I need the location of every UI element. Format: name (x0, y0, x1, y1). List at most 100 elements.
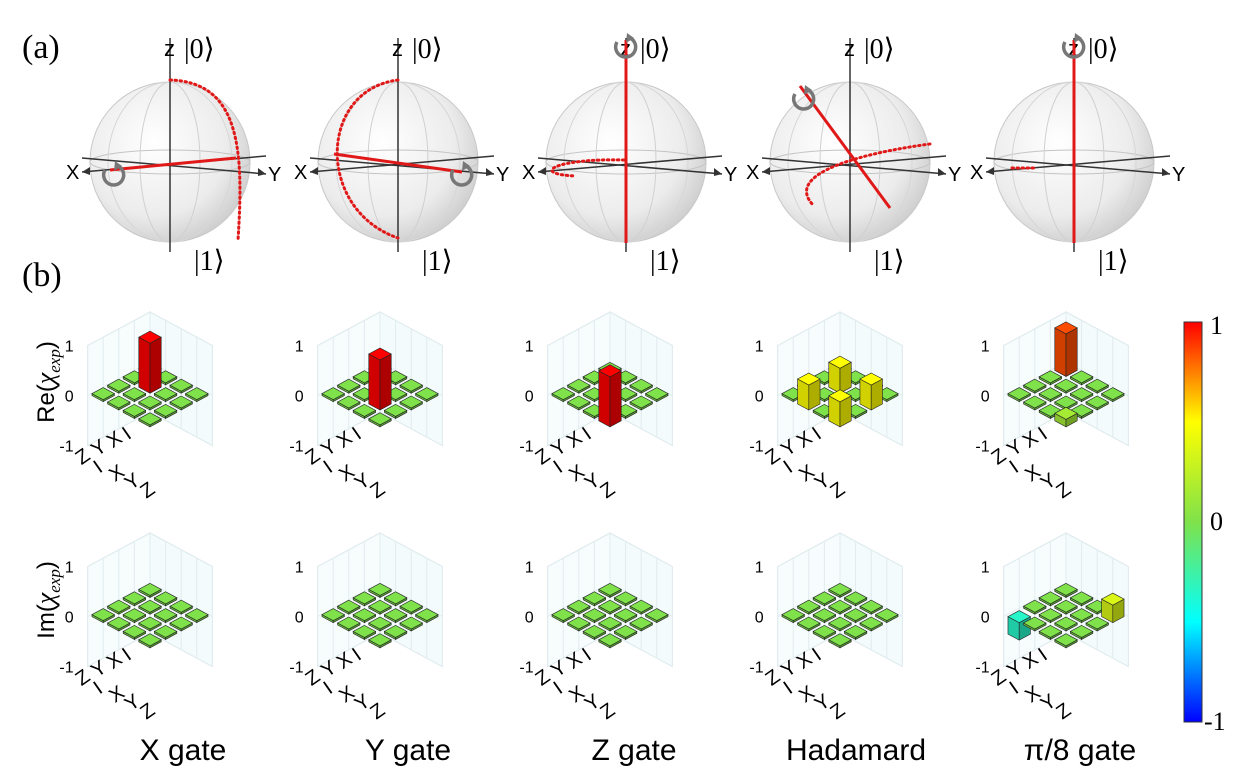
matrix-bar (368, 616, 392, 632)
matrix-bar (582, 625, 607, 640)
y-axis-label: Y (268, 164, 281, 186)
colorbar-tick-bottom: -1 (1204, 707, 1226, 736)
matrix-bar (1038, 608, 1063, 624)
colorbar-tick-mid: 0 (1210, 507, 1223, 536)
bar-face-top (336, 395, 361, 409)
matrix-bar (828, 583, 852, 598)
z-tick-label: 0 (755, 610, 764, 627)
bar-face-top (138, 633, 162, 647)
matrix-bar (1069, 370, 1094, 386)
matrix-bar (321, 387, 346, 403)
grid-line (839, 632, 903, 668)
matrix-bar (843, 625, 868, 640)
bar-face-top (598, 583, 622, 596)
bar-face-top (368, 412, 392, 426)
matrix-bar (644, 608, 669, 624)
matrix-bar (1038, 591, 1063, 607)
matrix-bar (122, 625, 147, 640)
z-tick-label: -1 (59, 439, 73, 456)
bar-face-top (106, 616, 131, 630)
grid-line (317, 582, 381, 618)
matrix-bar (138, 395, 162, 411)
bar-face-top (629, 395, 654, 409)
matrix-bar (843, 608, 868, 624)
matrix-bar (629, 378, 654, 394)
matrix-bar (644, 387, 669, 403)
grid-line (1065, 632, 1129, 668)
bar-face-top (598, 599, 622, 613)
bar-face-top (566, 378, 591, 392)
grid-line (1003, 582, 1067, 618)
re-row-label: Re(χexp) (31, 341, 64, 423)
bar-face-top (566, 599, 591, 613)
bloch-sphere: XYz|0⟩|1⟩ (970, 33, 1185, 277)
bar-face-front (138, 336, 151, 394)
grid-line (317, 311, 381, 347)
matrix-bar (91, 387, 116, 403)
grid-line (317, 532, 381, 568)
z-tick-label: -1 (519, 439, 533, 456)
z-tick-label: 0 (525, 389, 534, 406)
matrix-bar (153, 404, 178, 419)
row-label-subscript: exp (45, 349, 64, 373)
bar-face-top (1085, 378, 1110, 392)
bar-face-top (1038, 608, 1063, 621)
matrix-bar (1100, 592, 1125, 624)
matrix-bar (122, 608, 147, 624)
matrix-bar (368, 583, 392, 598)
rotation-axis-line (109, 156, 237, 172)
matrix-bar (859, 599, 884, 615)
bar-face-top (1085, 616, 1110, 630)
bar-face-top (598, 616, 622, 630)
bar-face-top (1007, 610, 1032, 623)
grid-line (609, 361, 673, 397)
bar-face-top (1054, 599, 1078, 613)
grid-line (1065, 532, 1129, 568)
bar-face-top (368, 599, 392, 613)
bar-face-top (153, 404, 178, 417)
matrix-bar (1069, 387, 1094, 403)
basis-tick-label-right: Z (136, 478, 159, 503)
bar-face-top (1022, 599, 1047, 613)
ket-one-label: |1⟩ (422, 246, 453, 277)
z-tick-label: -1 (289, 660, 303, 677)
rotation-arrowhead-icon (626, 33, 634, 43)
bar-face-top (138, 616, 162, 630)
bar-face-top (828, 616, 852, 630)
bar-face-top (321, 608, 346, 621)
matrix-bar (153, 591, 178, 607)
x-arrowhead-icon (310, 167, 318, 175)
bar-face-top (184, 608, 209, 621)
basis-tick-label-right: Z (1052, 699, 1075, 724)
matrix-bar (613, 625, 638, 640)
matrix-bar (582, 591, 607, 607)
matrix-bar (566, 599, 591, 615)
ket-one-label: |1⟩ (874, 246, 905, 277)
y-axis-line (81, 157, 267, 175)
z-tick-label: 1 (525, 560, 534, 577)
grid-line (149, 532, 213, 568)
bar-face-side (1065, 327, 1078, 377)
bar-face-top (1007, 387, 1032, 400)
matrix-bar (368, 412, 392, 428)
bar-face-top (613, 625, 638, 638)
grid-line (379, 632, 443, 668)
grid-line (149, 632, 213, 668)
bar-face-front (1054, 327, 1067, 377)
matrix-bar (336, 395, 361, 411)
x-axis-label: X (522, 162, 535, 184)
z-tick-label: 0 (295, 610, 304, 627)
bar-face-top (1054, 633, 1078, 647)
row-label-suffix: ) (33, 561, 60, 569)
bar-face-top (106, 599, 131, 613)
grid-line (839, 311, 903, 347)
matrix-bar (399, 378, 424, 394)
rotation-arrowhead-icon (114, 161, 122, 171)
matrix-bar (399, 599, 424, 615)
bar-face-top (1054, 378, 1078, 392)
bar-face-front (598, 370, 611, 428)
matrix-bar (828, 616, 852, 632)
matrix-bar (1022, 599, 1047, 615)
bar-face-top (1054, 406, 1078, 420)
